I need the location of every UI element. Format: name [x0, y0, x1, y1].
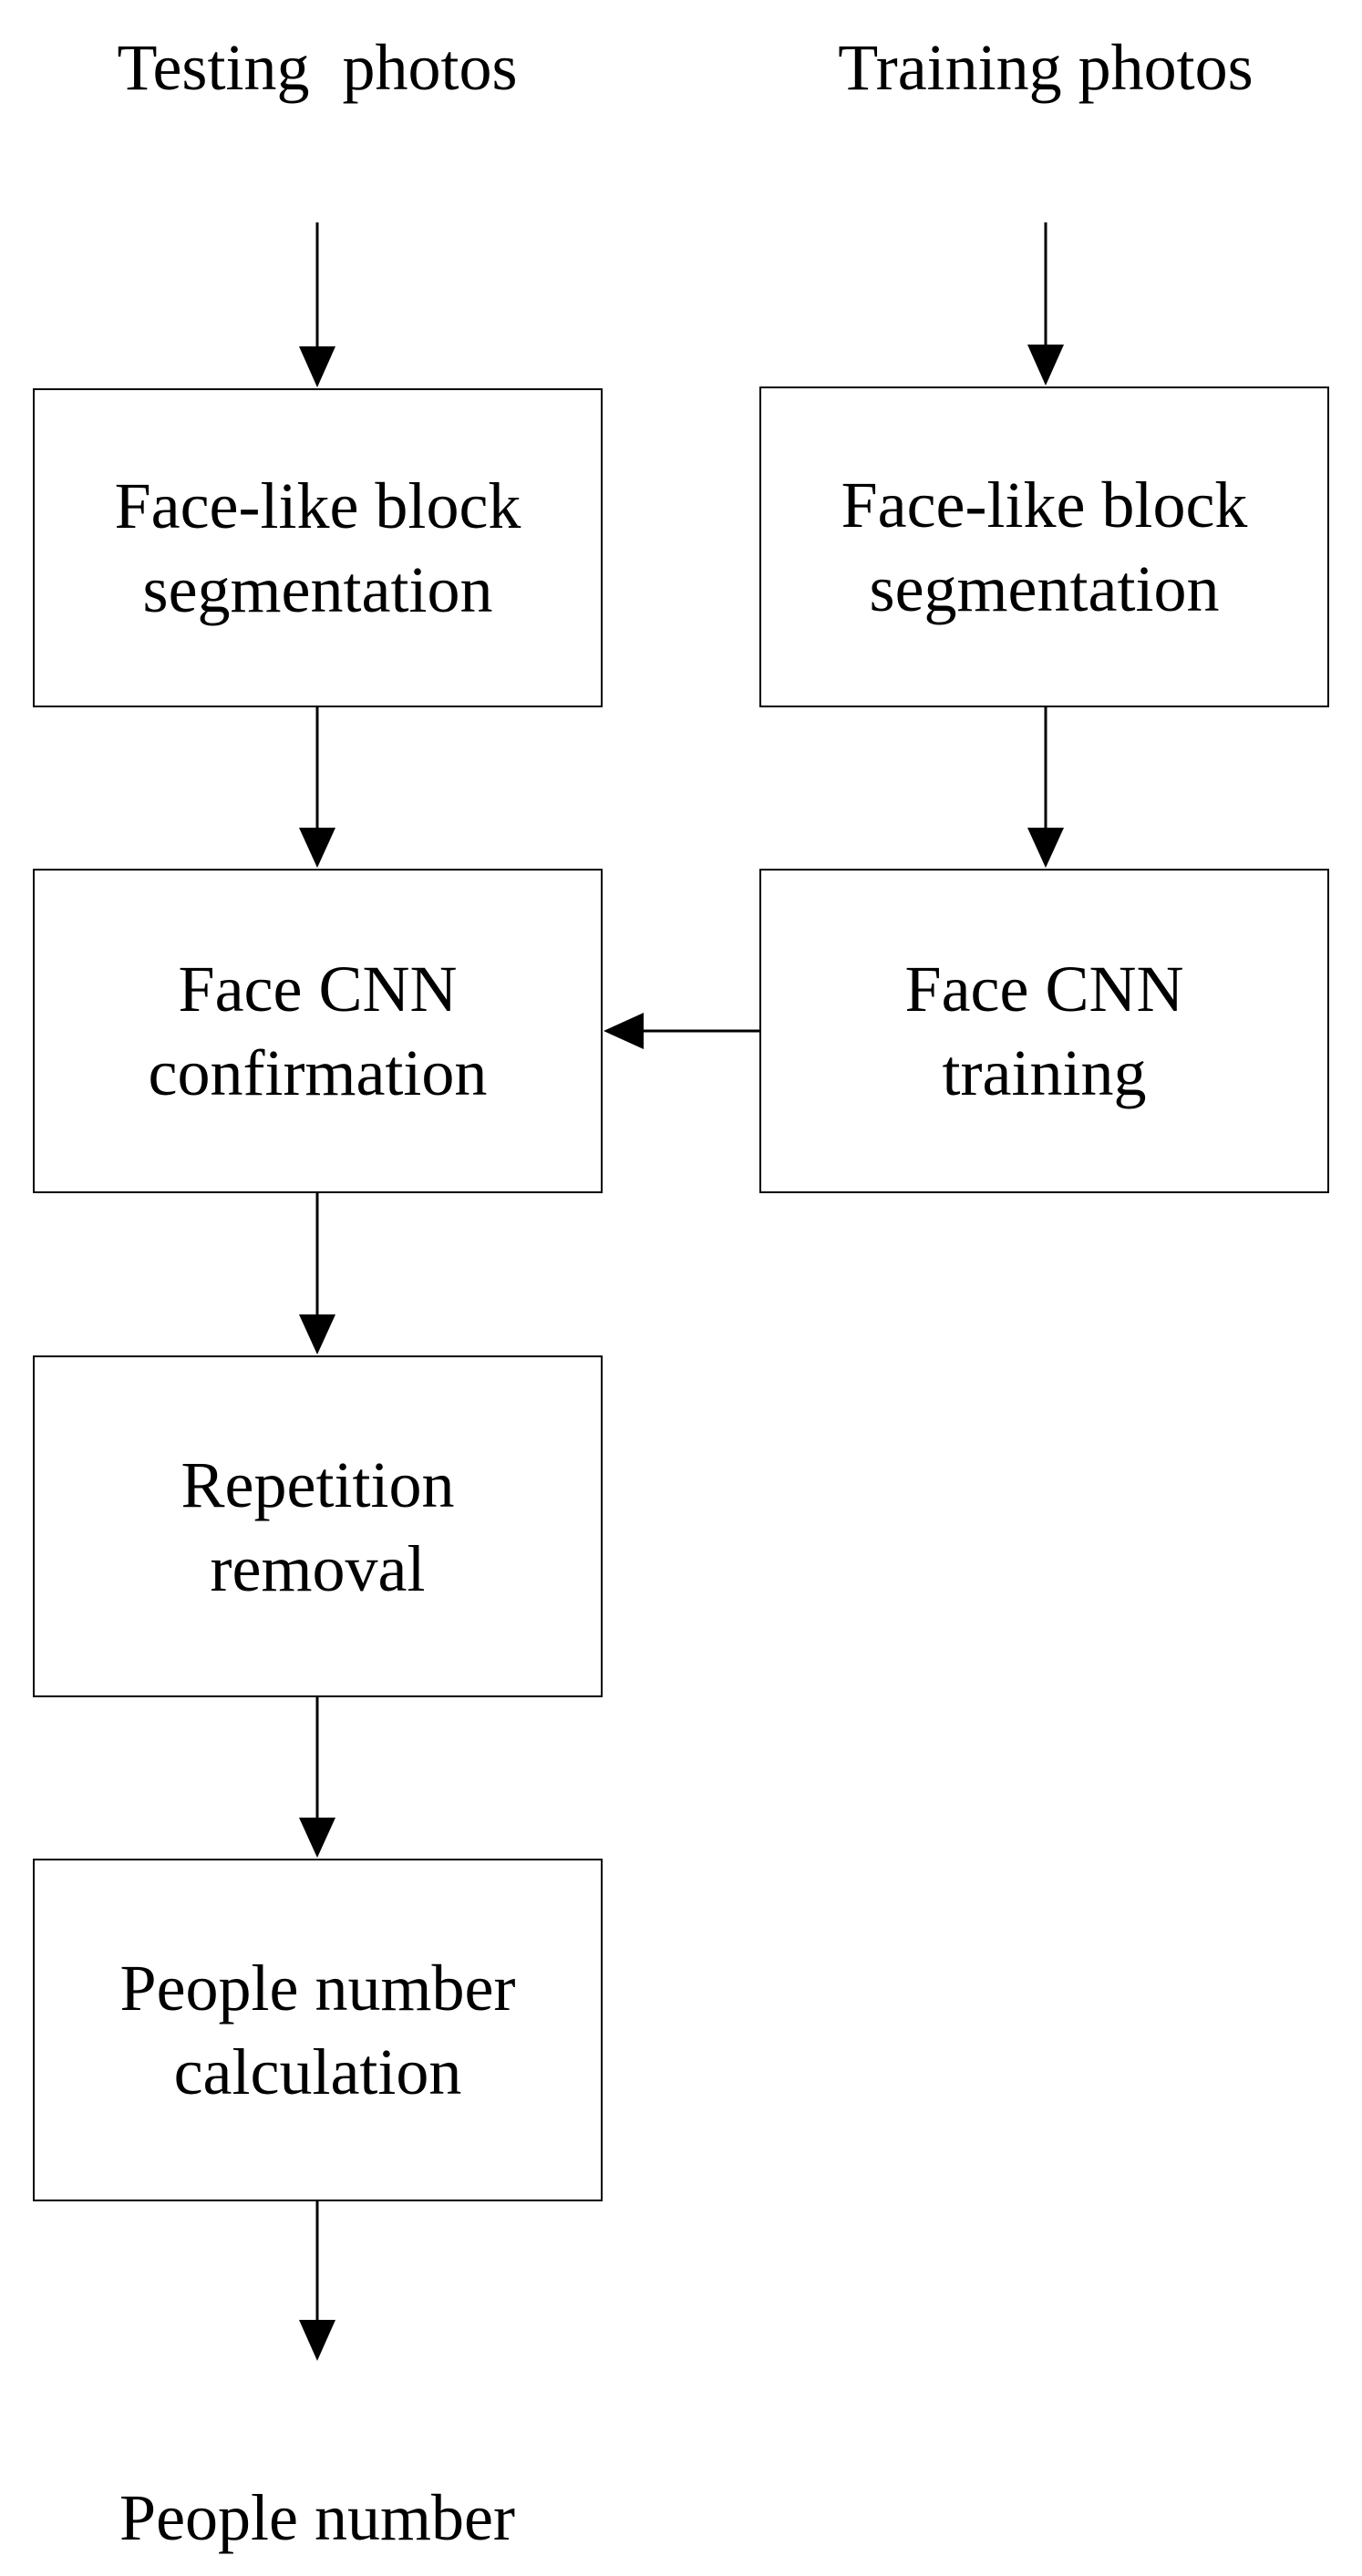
- testing-segmentation-line-1: Face-like block: [114, 469, 521, 542]
- confirmation-line-1: Face CNN: [178, 953, 458, 1025]
- confirmation-line-2: confirmation: [148, 1036, 488, 1109]
- output-people-number: People number: [119, 2481, 515, 2554]
- arrow-testing-segmentation-to-confirmation: [299, 707, 335, 868]
- face-cnn-training-box: Face CNN training: [759, 869, 1329, 1193]
- input-training-photos: Training photos: [838, 31, 1254, 104]
- arrow-training-segmentation-to-training: [1027, 707, 1064, 868]
- training-segmentation-line-1: Face-like block: [841, 469, 1248, 541]
- arrow-confirmation-to-repetition: [299, 1193, 335, 1355]
- repetition-removal-box: Repetition removal: [33, 1355, 603, 1697]
- calculation-line-2: calculation: [173, 2035, 462, 2108]
- testing-segmentation-box: Face-like block segmentation: [33, 388, 603, 707]
- arrow-training-to-confirmation: [604, 1013, 759, 1049]
- face-cnn-confirmation-box: Face CNN confirmation: [33, 869, 603, 1193]
- arrow-testing-input-to-segmentation: [299, 222, 335, 387]
- repetition-line-1: Repetition: [181, 1448, 455, 1521]
- people-number-calculation-box: People number calculation: [33, 1859, 603, 2201]
- input-testing-photos: Testing photos: [117, 31, 518, 104]
- testing-segmentation-line-2: segmentation: [142, 553, 493, 626]
- arrow-training-input-to-segmentation: [1027, 222, 1064, 386]
- training-line-2: training: [942, 1036, 1147, 1109]
- arrow-calculation-to-output: [299, 2201, 335, 2361]
- calculation-line-1: People number: [119, 1952, 516, 2025]
- arrow-repetition-to-calculation: [299, 1697, 335, 1858]
- repetition-line-2: removal: [210, 1531, 426, 1605]
- training-segmentation-line-2: segmentation: [869, 552, 1220, 625]
- training-segmentation-box: Face-like block segmentation: [759, 386, 1329, 707]
- training-line-1: Face CNN: [904, 953, 1184, 1025]
